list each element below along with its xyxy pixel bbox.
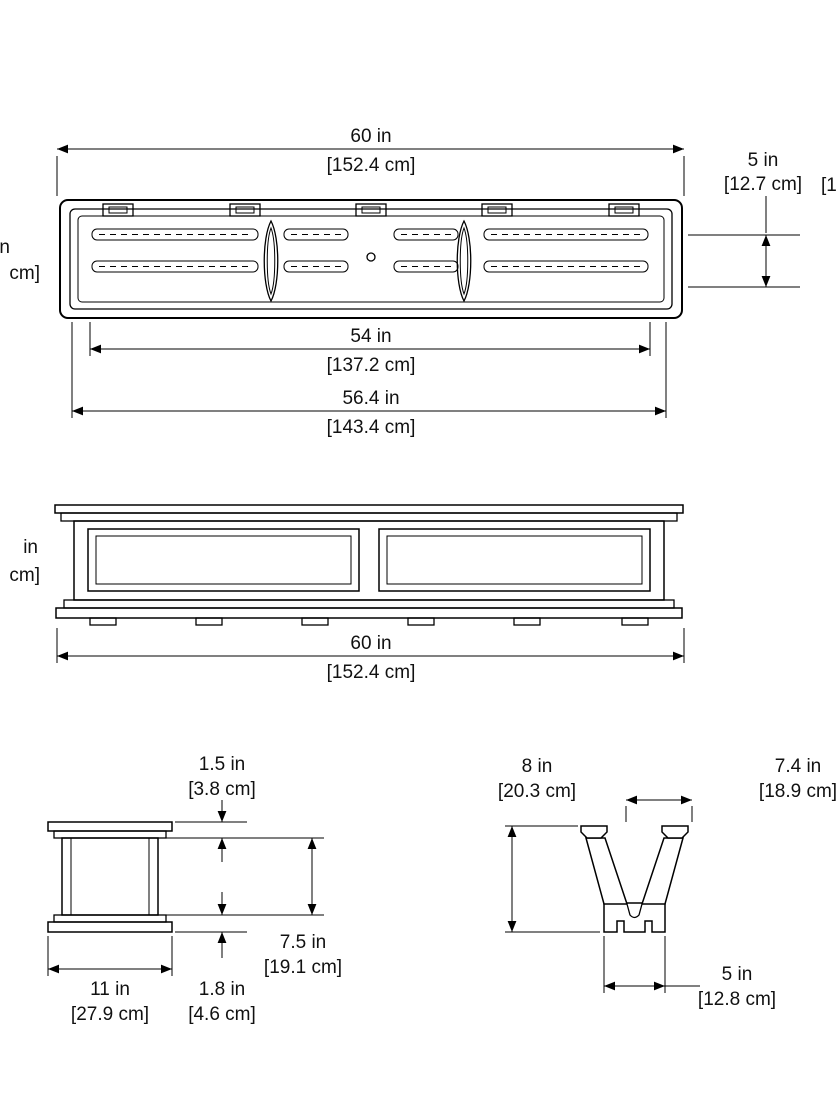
dim-end-width-in: 11 in xyxy=(90,979,130,1000)
dim-top-inner-in: 54 in xyxy=(350,326,391,347)
front-feet xyxy=(89,617,649,626)
section-right-wall xyxy=(640,837,684,905)
section-left-cap xyxy=(580,825,608,839)
dim-section-bottom xyxy=(603,936,700,993)
dim-end-base-cm: [4.6 cm] xyxy=(188,1004,256,1025)
dim-front-width xyxy=(56,628,685,663)
dim-front-left-clip-2: cm] xyxy=(9,565,40,586)
spindle-dividers xyxy=(263,219,472,303)
dim-end-cap-in: 1.5 in xyxy=(199,754,245,775)
dim-top-outer xyxy=(71,322,667,418)
dim-top-inner-cm: [137.2 cm] xyxy=(327,355,416,376)
section-center-groove xyxy=(626,903,643,919)
dim-top-left-clip-1: n xyxy=(0,237,10,258)
dim-section-height xyxy=(505,825,600,933)
dim-top-left-clip-2: cm] xyxy=(9,263,40,284)
dim-top-width-in: 60 in xyxy=(350,126,391,147)
dim-top-outer-in: 56.4 in xyxy=(342,388,399,409)
dim-top-width-cm: [152.4 cm] xyxy=(327,155,416,176)
dim-section-height-in: 8 in xyxy=(522,756,553,777)
top-view-drawing xyxy=(59,199,683,319)
section-right-cap xyxy=(661,825,689,839)
slot-bands xyxy=(91,228,649,273)
dim-section-height-cm: [20.3 cm] xyxy=(498,781,576,802)
dim-front-width-cm: [152.4 cm] xyxy=(327,662,416,683)
dim-section-bottom-in: 5 in xyxy=(722,964,753,985)
dim-top-width xyxy=(56,144,685,196)
dim-section-top-in: 7.4 in xyxy=(775,756,821,777)
front-view-drawing xyxy=(54,504,684,626)
section-left-wall xyxy=(585,837,629,905)
dim-top-inner xyxy=(89,322,651,356)
dim-end-height xyxy=(162,838,324,916)
dim-end-cap-cm: [3.8 cm] xyxy=(188,779,256,800)
dim-section-top-cm: [18.9 cm] xyxy=(759,781,837,802)
dim-clipped-right: [1 xyxy=(821,175,837,196)
section-view-drawing xyxy=(580,825,689,933)
dim-end-base-in: 1.8 in xyxy=(199,979,245,1000)
dim-section-top xyxy=(625,795,693,822)
dim-section-bottom-cm: [12.8 cm] xyxy=(698,989,776,1010)
dim-front-left-clip-1: in xyxy=(23,537,38,558)
dim-end-width xyxy=(47,936,173,976)
dim-end-height-in: 7.5 in xyxy=(280,932,326,953)
dim-end-base xyxy=(175,892,247,958)
dim-end-cap xyxy=(162,800,324,862)
dim-top-depth-cm: [12.7 cm] xyxy=(724,174,802,195)
mounting-tabs xyxy=(102,203,640,217)
dim-end-width-cm: [27.9 cm] xyxy=(71,1004,149,1025)
dim-end-height-cm: [19.1 cm] xyxy=(264,957,342,978)
dim-front-width-in: 60 in xyxy=(350,633,391,654)
dim-top-outer-cm: [143.4 cm] xyxy=(327,417,416,438)
dim-top-depth xyxy=(688,196,800,288)
dim-top-depth-in: 5 in xyxy=(748,150,779,171)
end-view-drawing xyxy=(47,821,173,933)
drain-hole xyxy=(366,252,376,262)
